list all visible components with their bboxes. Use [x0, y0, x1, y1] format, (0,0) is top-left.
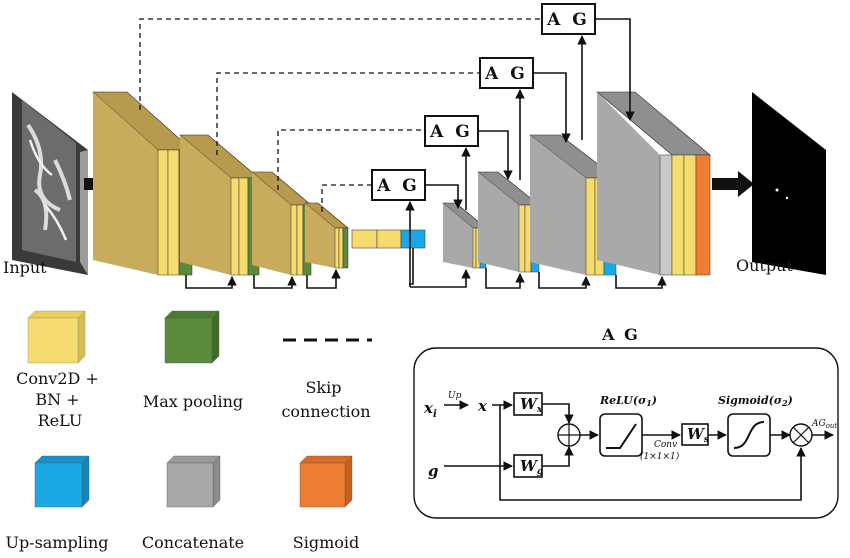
ag-conv-label: Conv: [654, 440, 677, 450]
ag-sigmoid-label: Sigmoid(σ2): [718, 394, 793, 408]
encoder-block-1: [92, 91, 193, 276]
ag-box-3: A G: [479, 57, 534, 89]
ag-x-label: x: [477, 397, 488, 415]
ag-up-label: Up: [448, 391, 462, 401]
legend-concatenate-swatch: [166, 455, 221, 508]
svg-text:A G: A G: [429, 122, 473, 142]
ag-detail-diagram: xi Up x Wx g Wg ReLU(σ1) Conv (1×1×1) Ws: [423, 391, 837, 501]
input-label: Input: [3, 258, 47, 277]
ag-conv-size: (1×1×1): [640, 451, 680, 462]
legend-maxpool-swatch: [164, 310, 220, 364]
encoder-block-3: [251, 171, 312, 276]
ag-output-arrows: [425, 18, 635, 209]
ag-multiply-node: [789, 423, 813, 447]
ag-box-2: A G: [424, 115, 479, 147]
legend-concatenate-label: Concatenate: [142, 533, 244, 552]
legend-conv-line1: Conv2D +: [16, 369, 99, 388]
legend-upsampling-label: Up-sampling: [5, 533, 108, 552]
ag-g-label: g: [428, 462, 439, 480]
legend-conv-line3: ReLU: [38, 411, 83, 430]
encoder-block-4: [304, 202, 349, 269]
ag-wx-label: Wx: [520, 395, 543, 415]
decoder-block-1: [442, 202, 487, 269]
ag-out-label: AGout: [811, 419, 837, 430]
legend-skip-label: Skip connection: [281, 378, 370, 421]
svg-text:A G: A G: [546, 10, 590, 30]
legend-maxpool-label: Max pooling: [143, 392, 243, 411]
decoder-block-4: [596, 91, 711, 276]
ag-relu-label: ReLU(σ1): [599, 394, 657, 408]
legend-sigmoid-label: Sigmoid: [293, 533, 359, 552]
ag-wg-label: Wg: [520, 457, 543, 477]
bottleneck-block: [351, 229, 426, 249]
ag-ws-label: Ws: [687, 425, 709, 445]
legend-skip-line2: connection: [281, 402, 370, 421]
legend-conv-line2: BN +: [35, 390, 79, 409]
ag-sum-node: [557, 423, 581, 447]
encoder-block-2: [179, 134, 260, 276]
svg-text:A G: A G: [484, 64, 528, 84]
ag-relu-box: [599, 413, 643, 457]
svg-text:A G: A G: [376, 176, 420, 196]
output-arrow: [712, 171, 754, 197]
legend-conv-label: Conv2D + BN + ReLU: [16, 369, 104, 430]
skip-connections: [139, 18, 542, 212]
legend-skip-line1: Skip: [305, 378, 341, 397]
output-image: [752, 92, 826, 275]
ag-box-4: A G: [541, 3, 596, 35]
bottom-connectors: [185, 268, 667, 289]
legend-conv-swatch: [27, 310, 86, 364]
ag-detail-title: A G: [601, 325, 640, 344]
output-label: Output: [736, 256, 793, 275]
legend-sigmoid-swatch: [299, 455, 353, 508]
gating-signal-arrows: [405, 35, 587, 287]
input-image: [12, 92, 88, 275]
ag-xi-label: xi: [423, 399, 437, 420]
legend-upsampling-swatch: [34, 455, 90, 508]
ag-box-1: A G: [371, 169, 426, 201]
decoder-block-2: [477, 171, 540, 273]
